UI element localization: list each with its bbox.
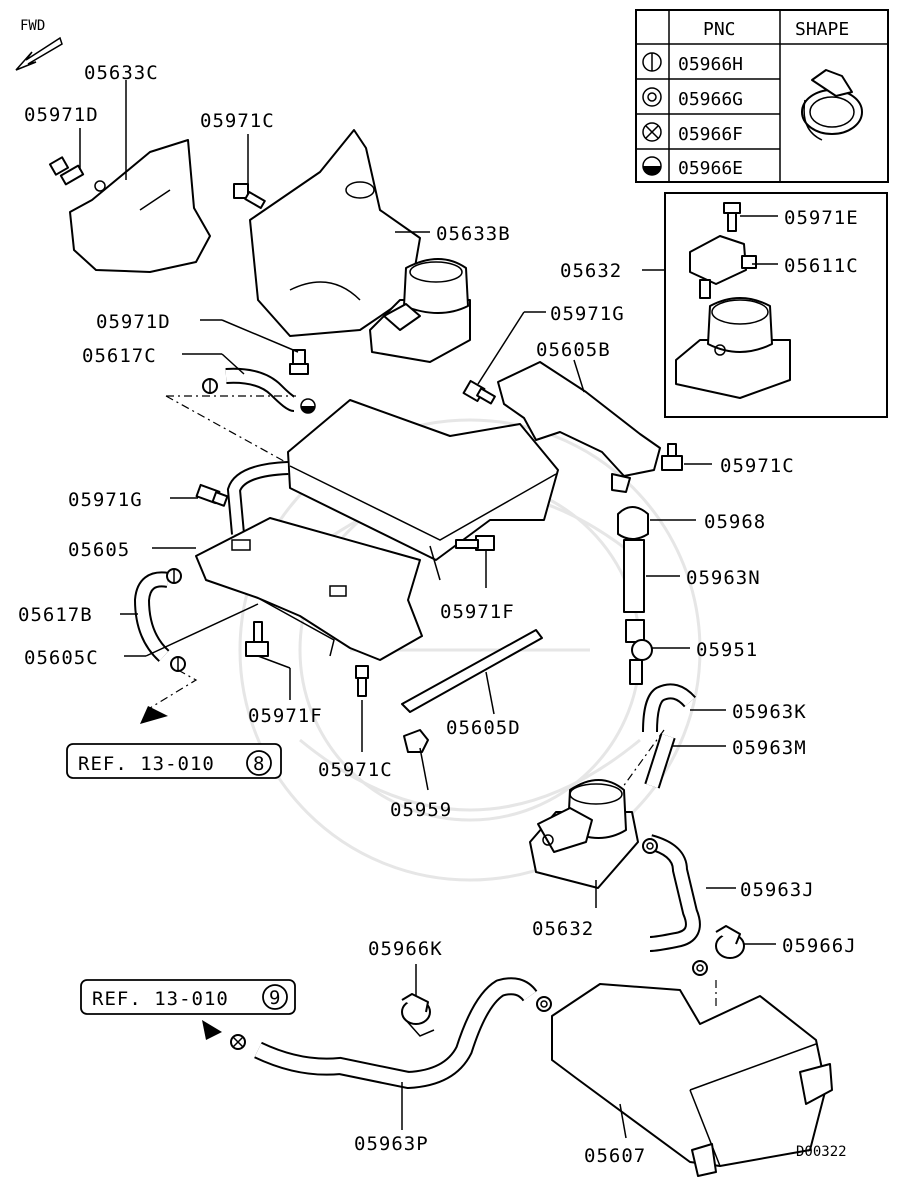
ref-arrow-1-icon [140,706,168,724]
bracket-05633B [249,129,421,337]
label-05971F-left: 05971F [248,705,323,727]
bolt-05971F-right [455,535,495,551]
ref-box-2-num: 9 [269,987,281,1009]
hose-clamp-shape-icon [801,69,863,141]
label-05607: 05607 [584,1145,646,1167]
ref-box-2-text: REF. 13-010 [92,988,229,1010]
label-05963K: 05963K [732,701,807,723]
label-05971C-bottom: 05971C [318,759,393,781]
cap-05968 [617,506,649,540]
canister-05632-main [529,779,639,889]
hose-05617B [133,568,186,672]
fuel-tank [287,399,559,581]
label-05971G-left: 05971G [68,489,143,511]
legend-table: PNC SHAPE 05966H 05966G 05966F 05966E [635,9,889,183]
bolt-05971D-mid [289,349,309,375]
hose-05617C [202,367,316,414]
label-05611C: 05611C [784,255,859,277]
double-circle-icon [642,87,662,107]
label-05633B: 05633B [436,223,511,245]
inset-box-05632 [664,192,888,418]
label-05971C-top: 05971C [200,110,275,132]
circle-vertical-line-icon [642,52,662,72]
nut-05959 [403,729,429,753]
bracket-05633C [69,139,211,273]
diagram-code: D00322 [796,1144,847,1160]
fwd-label: FWD [20,18,45,34]
label-05968: 05968 [704,511,766,533]
label-05963J: 05963J [740,879,815,901]
label-05959: 05959 [390,799,452,821]
label-05971F-right: 05971F [440,601,515,623]
bolt-05971C-top [233,183,266,209]
label-05605: 05605 [68,539,130,561]
label-05633C: 05633C [84,62,159,84]
ref-arrow-2-icon [202,1020,222,1040]
label-05632-inset: 05632 [560,260,622,282]
hose-05963M [644,733,676,789]
label-05971D-mid: 05971D [96,311,171,333]
hose-05963N [623,539,645,613]
clamp-05966J [715,925,745,959]
canister-valve-inset [675,297,791,399]
circle-x-icon [642,122,662,142]
legend-pnc-3: 05966F [678,124,743,145]
bolt-05971G-left [195,483,229,507]
solenoid-05611C [689,235,757,299]
bolt-05971G-right [462,379,496,405]
clamp-05966K [401,993,435,1037]
label-05632-main: 05632 [532,918,594,940]
valve-05951 [625,619,653,685]
label-05617B: 05617B [18,604,93,626]
valve-near-05633B [369,258,471,363]
fwd-arrow-icon [15,36,63,71]
fwd-indicator: FWD [15,18,63,71]
canister-05607 [551,983,833,1177]
ref-box-2[interactable]: REF. 13-010 9 [80,979,296,1015]
rod-05605D [401,629,543,713]
legend-header-pnc: PNC [703,19,736,40]
bolt-05971C-bottom [355,665,369,697]
label-05971C-right: 05971C [720,455,795,477]
half-filled-circle-icon [642,156,662,176]
label-05963M: 05963M [732,737,807,759]
label-05617C: 05617C [82,345,157,367]
legend-pnc-2: 05966G [678,89,743,110]
hose-tank-link [226,461,289,535]
bracket-05605 [195,517,423,661]
bolt-05971F-left [245,621,269,657]
label-05971D-top: 05971D [24,104,99,126]
ref-box-1-num: 8 [253,753,265,775]
label-05963P: 05963P [354,1133,429,1155]
hose-05963K [642,683,697,733]
label-05605D: 05605D [446,717,521,739]
bolt-05971C-right [661,443,683,471]
hose-05963J [642,834,708,976]
label-05605C: 05605C [24,647,99,669]
bolt-05971D-top [48,156,85,186]
label-05966K: 05966K [368,938,443,960]
legend-pnc-1: 05966H [678,54,743,75]
label-05966J: 05966J [782,935,857,957]
label-05963N: 05963N [686,567,761,589]
ref-box-1-text: REF. 13-010 [78,753,215,775]
label-05971G-right: 05971G [550,303,625,325]
ref-box-1[interactable]: REF. 13-010 8 [66,743,282,779]
bracket-05605B [497,361,661,493]
legend-pnc-4: 05966E [678,158,743,179]
hose-05963P [230,977,552,1090]
label-05951: 05951 [696,639,758,661]
label-05971E: 05971E [784,207,859,229]
label-05605B: 05605B [536,339,611,361]
legend-header-shape: SHAPE [795,19,849,40]
bolt-05971E [723,202,741,232]
